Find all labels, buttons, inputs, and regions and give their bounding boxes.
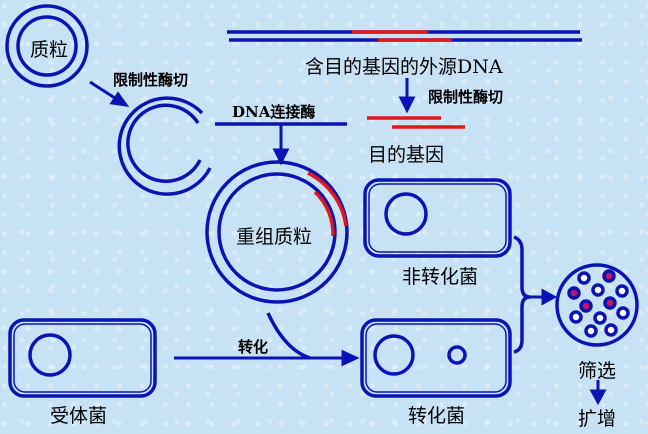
label-screening: 筛选 — [578, 360, 617, 382]
label-recombinant-plasmid: 重组质粒 — [236, 226, 313, 248]
label-transformed: 转化菌 — [408, 405, 466, 427]
label-restriction-2: 限制性酶切 — [428, 88, 504, 106]
plasmid-outer — [5, 4, 89, 88]
label-restriction-1: 限制性酶切 — [113, 71, 189, 89]
label-amplification: 扩增 — [578, 408, 617, 430]
label-plasmid: 质粒 — [30, 39, 69, 61]
colonies — [567, 269, 630, 338]
label-transformation: 转化 — [238, 338, 269, 356]
cut-plasmid-outer — [117, 96, 212, 196]
plasmid-inner — [16, 15, 78, 77]
label-target-gene: 目的基因 — [368, 144, 445, 166]
cut-plasmid-inner — [126, 103, 202, 184]
label-recipient: 受体菌 — [50, 405, 108, 427]
label-dna-ligase: DNA连接酶 — [232, 103, 316, 121]
label-foreign-dna: 含目的基因的外源DNA — [305, 56, 503, 78]
label-non-transformed: 非转化菌 — [402, 266, 479, 288]
